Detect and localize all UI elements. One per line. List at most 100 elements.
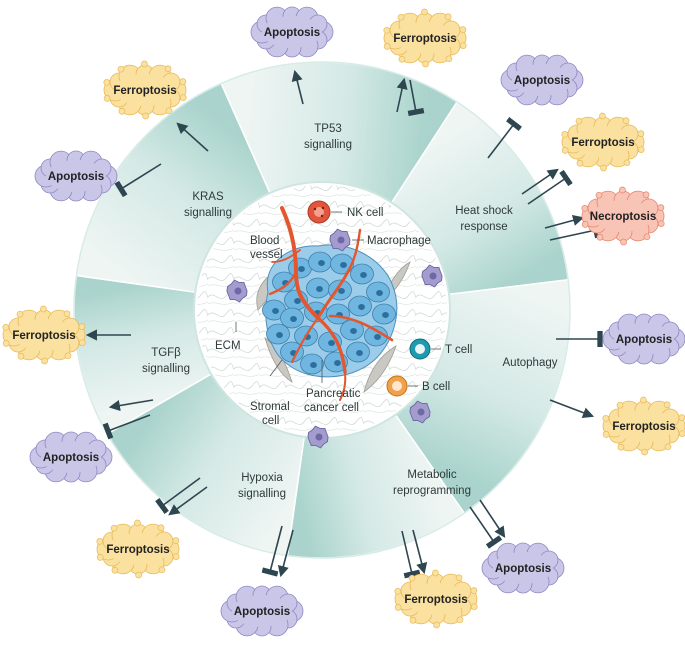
cancer-cell-nucleus [360,272,367,278]
promote-arrow [549,399,595,419]
cancer-cell-nucleus [316,286,323,292]
blood-vessel-label-2: vessel [250,249,283,261]
pancreatic-cancer-cell-label-1: Pancreatic [306,388,361,400]
segment-label-tp53-2: signalling [304,139,352,151]
ferroptosis-outcome: Ferroptosis [602,396,685,456]
nk-cell [307,200,331,224]
ring-outline [73,61,571,559]
apoptosis-label: Apoptosis [43,452,99,464]
stromal-cell-shape [363,345,397,393]
cancer-cell-nucleus [358,304,365,310]
ferroptosis-label: Ferroptosis [404,594,467,606]
macrophage-label: Macrophage [367,235,431,247]
inhibit-bar [487,117,522,159]
ferroptosis-label: Ferroptosis [106,544,169,556]
apoptosis-outcome: Apoptosis [602,313,685,365]
ferroptosis-outcome: Ferroptosis [96,519,180,579]
apoptosis-label: Apoptosis [264,27,320,39]
macrophage [307,425,329,449]
promote-arrow [168,486,208,516]
apoptosis-outcome: Apoptosis [220,585,304,637]
cancer-cell-nucleus [356,350,363,356]
apoptosis-outcome: Apoptosis [500,54,584,106]
tumour-microenvironment: NK cell Macrophage Blood vessel ECM T ce… [193,181,472,449]
apoptosis-outcome: Apoptosis [34,150,118,202]
inhibit-bar [102,414,151,440]
nk-cell-label: NK cell [347,207,383,219]
inhibit-bar [407,79,425,117]
inhibit-bar [549,221,601,241]
cancer-cell-nucleus [328,340,335,346]
cancer-cell-nucleus [298,266,305,272]
segment-label-metabolic-1: Metabolic [407,469,456,481]
t-cell-label: T cell [445,344,472,356]
segment-label-hypoxia-2: signalling [238,488,286,500]
stromal-cell-label-1: Stromal [250,401,290,413]
promote-arrow [544,214,585,229]
pancreatic-tumour-mass [262,244,398,378]
segment-label-tgfb-2: signalling [142,363,190,375]
regulation-arrows [85,69,603,579]
inhibit-bar [155,477,201,515]
promote-arrow [412,529,428,575]
ferroptosis-label: Ferroptosis [12,330,75,342]
signalling-ring [73,61,571,559]
segment-label-metabolic-2: reprogramming [393,485,471,497]
ferroptosis-outcome: Ferroptosis [561,112,645,172]
inhibit-bar [401,530,421,579]
t-cell [409,338,431,360]
cancer-cell-nucleus [294,298,301,304]
necroptosis-label: Necroptosis [590,211,656,223]
macrophage [409,400,431,424]
ecm-label: ECM [215,340,241,352]
promote-arrow [396,77,408,113]
segment-label-autophagy: Autophagy [503,357,558,369]
apoptosis-label: Apoptosis [234,606,290,618]
cancer-cell-nucleus [350,328,357,334]
apoptosis-label: Apoptosis [514,75,570,87]
segment-label-hypoxia-1: Hypoxia [241,472,283,484]
inhibit-bar [527,169,573,205]
cancer-cell-nucleus [318,260,325,266]
macrophage [226,279,248,303]
cancer-cell-nucleus [340,262,347,268]
segment-label-tp53-1: TP53 [314,123,342,135]
ferroptosis-label: Ferroptosis [113,85,176,97]
ferroptosis-outcome: Ferroptosis [103,60,187,120]
macrophage [421,264,443,288]
ferroptosis-label: Ferroptosis [393,33,456,45]
apoptosis-label: Apoptosis [495,563,551,575]
ferroptosis-label: Ferroptosis [612,421,675,433]
inhibit-bar [261,525,283,577]
cancer-cell-nucleus [290,316,297,322]
segment-label-heat-shock-1: Heat shock [455,205,513,217]
b-cell [386,375,408,397]
necroptosis-outcome: Necroptosis [581,186,665,246]
blood-vessel-label-1: Blood [250,235,279,247]
promote-arrow [291,69,304,105]
macrophages [226,228,443,449]
cancer-cell-nucleus [272,308,279,314]
inhibit-bar [469,506,503,549]
cancer-cell-nucleus [374,334,381,340]
cancer-cell-nucleus [310,362,317,368]
promote-arrow [521,168,559,195]
segment-label-kras-1: KRAS [192,191,224,203]
ferroptosis-outcome: Ferroptosis [394,569,478,629]
pancreatic-cancer-cell-label-2: cancer cell [304,402,359,414]
cancer-cell-nucleus [334,360,341,366]
promote-arrow [277,529,294,578]
cancer-cell-nucleus [382,312,389,318]
cancer-cell-nucleus [276,332,283,338]
segment-label-heat-shock-2: response [460,221,507,233]
segment-labels: TP53 signalling Heat shock response Auto… [142,123,558,500]
b-cell-label: B cell [422,381,450,393]
apoptosis-label: Apoptosis [616,334,672,346]
segment-label-tgfb-1: TGFβ [151,347,181,359]
apoptosis-label: Apoptosis [48,171,104,183]
cancer-cell-nucleus [338,288,345,294]
cancer-cell-nucleus [376,290,383,296]
